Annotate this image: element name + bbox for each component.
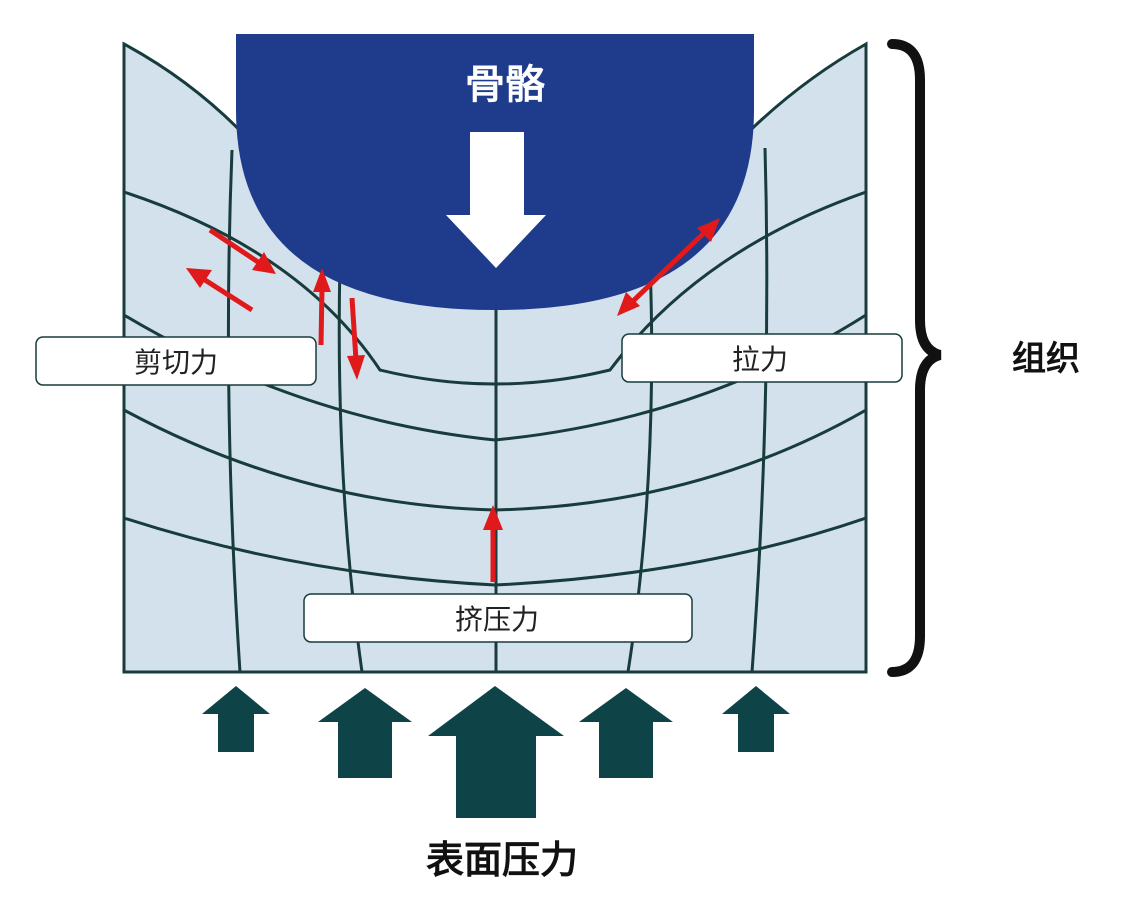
shear-label-box <box>35 336 317 386</box>
surface-arrows <box>202 686 790 818</box>
tension-double-arrow <box>617 218 720 316</box>
up-arrow-icon <box>202 686 270 752</box>
force-arrows <box>186 218 720 582</box>
shear-label: 剪切力 <box>134 346 218 379</box>
compression-label: 挤压力 <box>455 603 539 636</box>
surface-pressure-label: 表面压力 <box>426 838 578 882</box>
up-arrow-icon <box>722 686 790 752</box>
tension-label-box <box>621 333 903 383</box>
up-arrow-icon <box>579 688 673 778</box>
bone-label: 骨骼 <box>465 62 545 108</box>
shear-arrow-left <box>186 268 254 313</box>
up-arrow-icon <box>428 686 564 818</box>
compression-arrow-up <box>483 505 503 582</box>
shear-arrow-right <box>208 227 276 274</box>
compression-label-box <box>303 593 693 643</box>
up-arrow-icon <box>318 688 412 778</box>
tension-label: 拉力 <box>732 343 788 376</box>
down-arrow-icon <box>446 132 546 268</box>
tissue-brace <box>887 39 942 677</box>
shear-arrow-up <box>313 268 331 346</box>
shear-arrow-down <box>347 297 365 380</box>
tissue-label: 组织 <box>1012 339 1080 379</box>
